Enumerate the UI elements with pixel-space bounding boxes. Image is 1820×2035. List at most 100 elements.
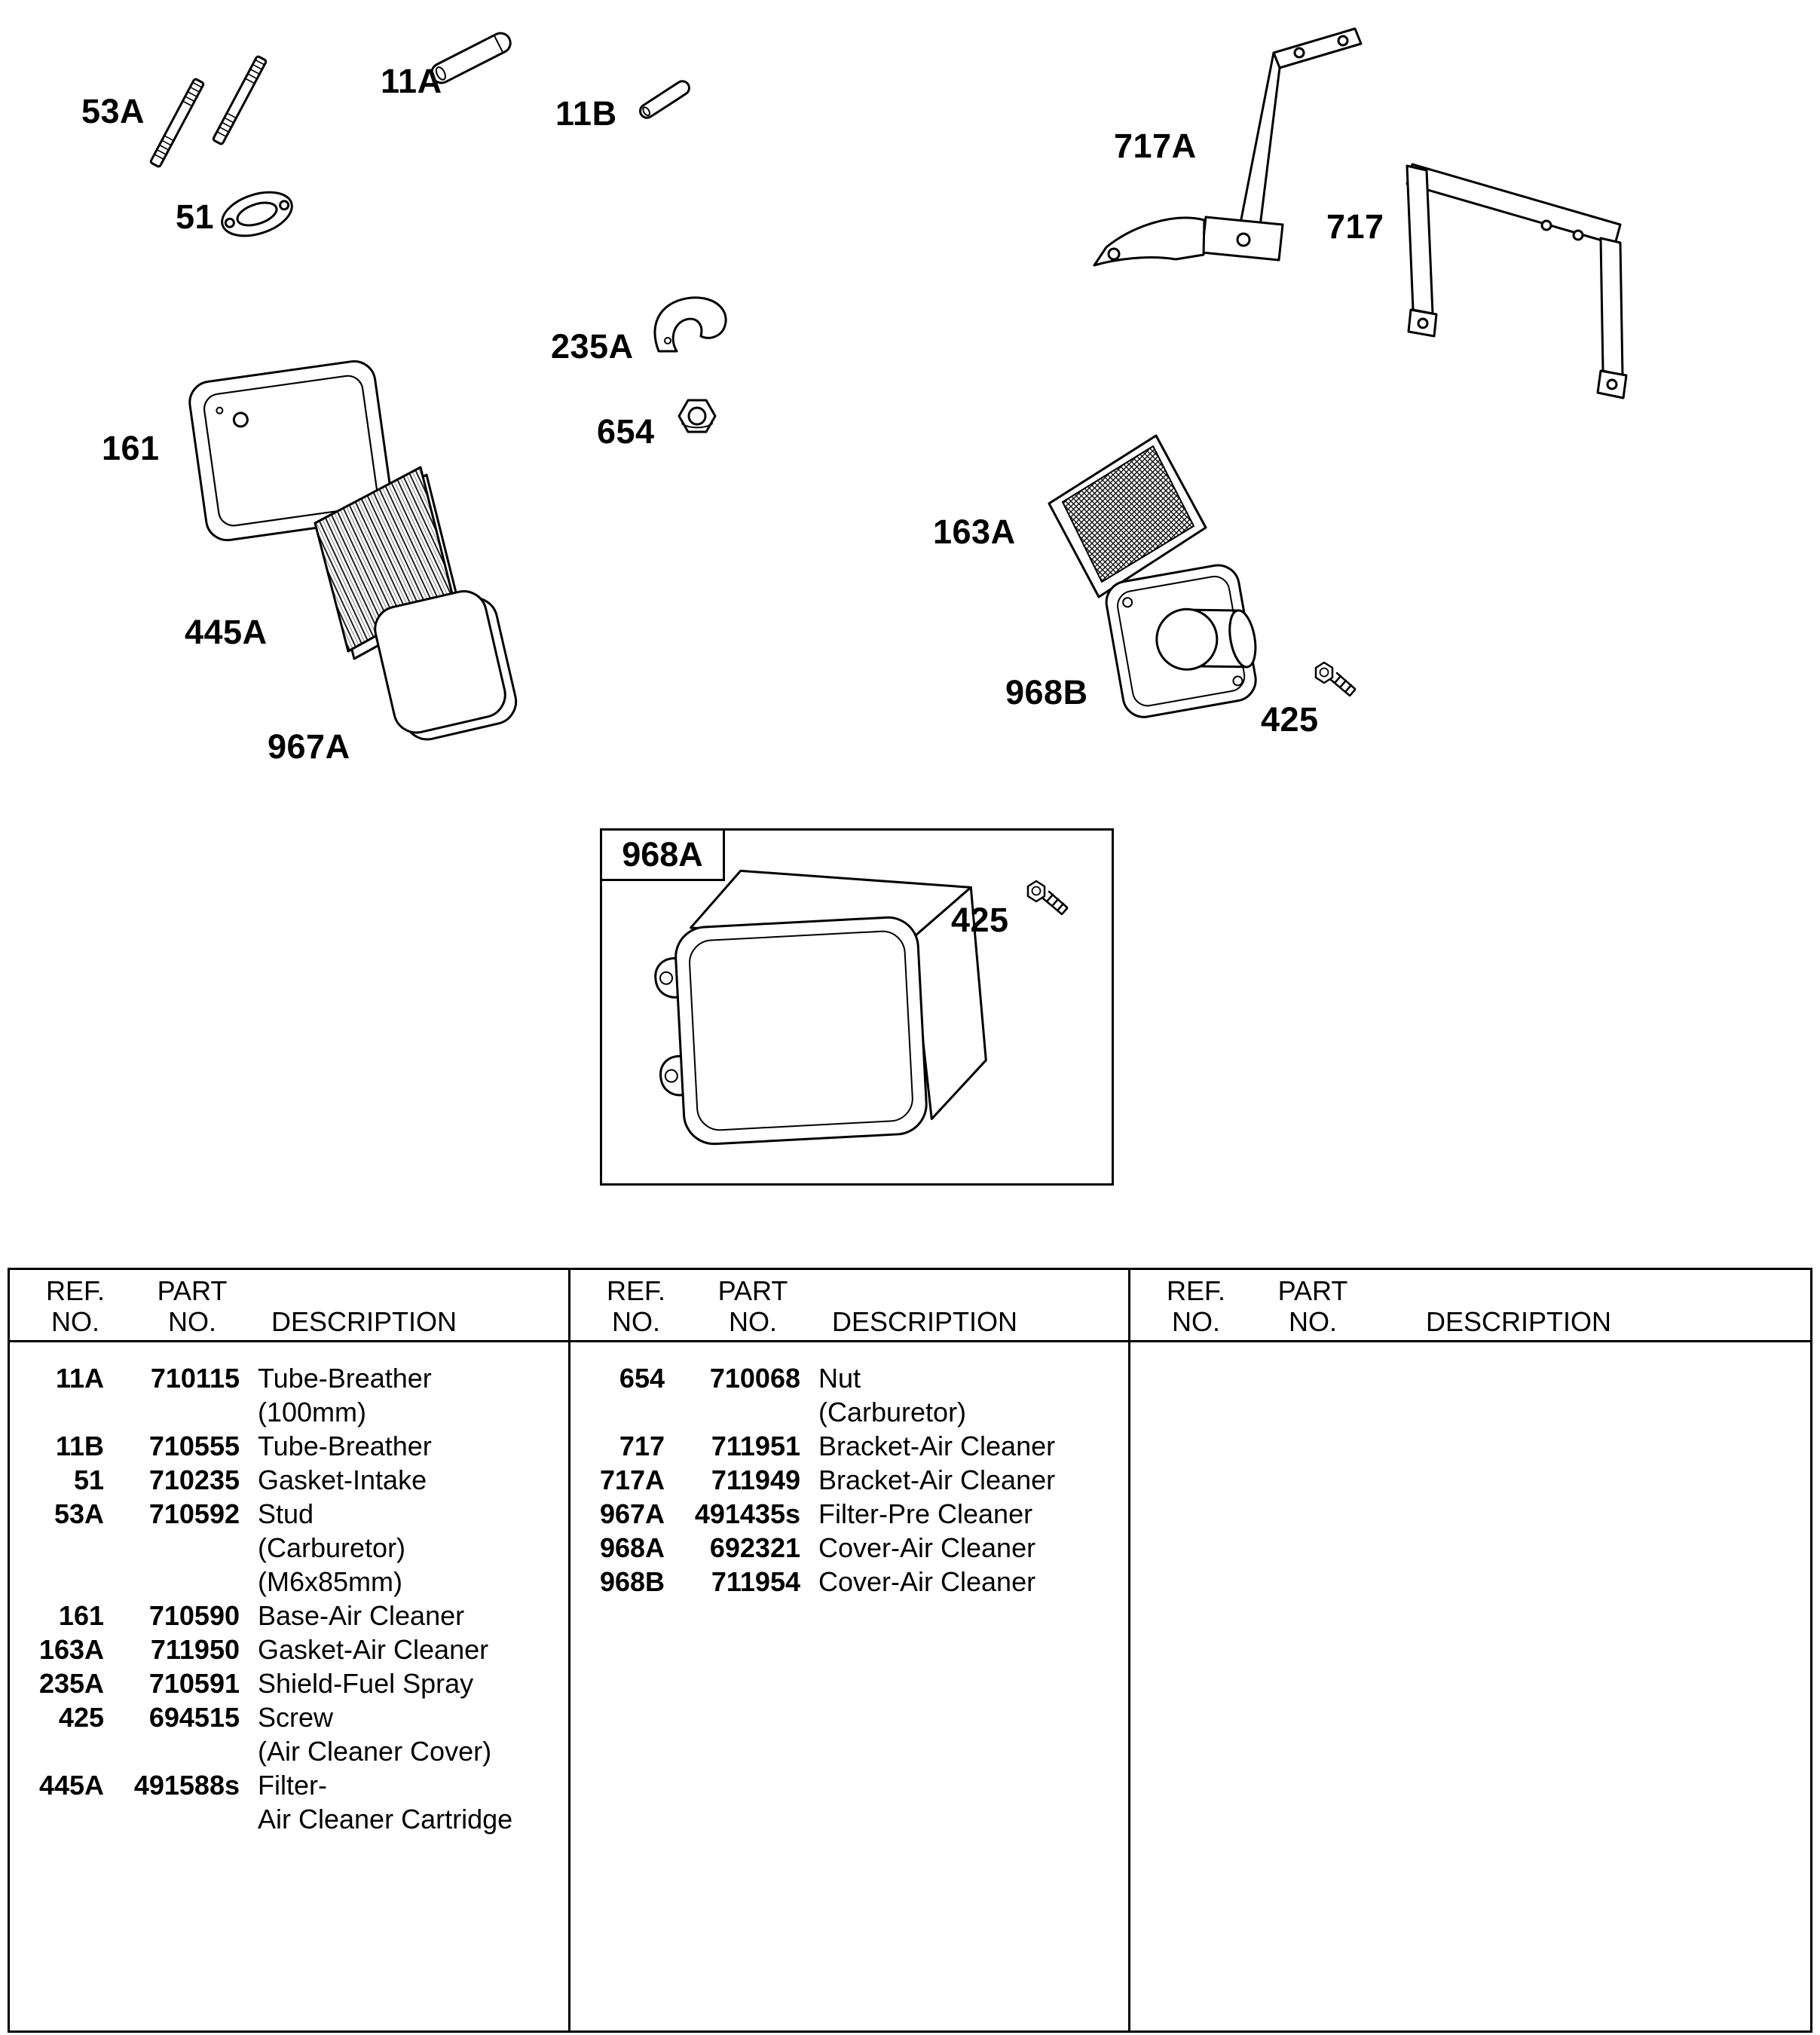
table-bottom-border (8, 2030, 1812, 2033)
table-row: 717 711951 Bracket-Air Cleaner (568, 1429, 1128, 1463)
part-no-cell: 710115 (150, 1363, 240, 1394)
ref-no-cell: 425 (58, 1702, 104, 1733)
part-label-717a: 717A (1114, 127, 1197, 165)
header-ref-line1: REF. (606, 1275, 665, 1306)
gasket-air-cleaner-icon (1048, 434, 1207, 598)
table-row: 967A 491435s Filter-Pre Cleaner (568, 1497, 1128, 1531)
tube-breather-icon (639, 80, 690, 119)
part-label-51: 51 (176, 197, 215, 236)
part-label-425-right: 425 (1261, 700, 1319, 739)
part-no-cell: 694515 (148, 1702, 240, 1733)
bracket-air-cleaner-717a-icon (1093, 27, 1363, 267)
ref-no-cell: 654 (619, 1363, 665, 1394)
table-divider-1 (568, 1268, 570, 2033)
header-part-line2: NO. (167, 1306, 216, 1337)
ref-no-cell: 235A (38, 1668, 104, 1699)
part-label-967a: 967A (268, 727, 350, 766)
ref-no-cell: 53A (54, 1498, 104, 1529)
ref-no-cell: 717A (599, 1464, 665, 1495)
column-header-description: DESCRIPTION (271, 1306, 457, 1337)
table-row: 717A 711949 Bracket-Air Cleaner (568, 1463, 1128, 1497)
description-cell: Base-Air Cleaner (258, 1600, 465, 1631)
shield-fuel-spray-icon (653, 296, 727, 353)
header-part-line2: NO. (728, 1306, 777, 1337)
column-header-ref: REF. NO. (1147, 1275, 1245, 1337)
table-header-underline (8, 1340, 1812, 1342)
ref-no-cell: 11B (55, 1431, 104, 1461)
table-section-3: REF. NO. PART NO. DESCRIPTION (1128, 1268, 1810, 2033)
ref-no-cell: 161 (58, 1600, 104, 1631)
description-cell: Bracket-Air Cleaner (818, 1431, 1056, 1461)
ref-no-cell: 967A (599, 1498, 665, 1529)
column-header-description: DESCRIPTION (832, 1306, 1018, 1337)
column-header-part: PART NO. (136, 1275, 249, 1337)
nut-carburetor-icon (678, 399, 717, 433)
bracket-air-cleaner-717-icon (1406, 163, 1628, 399)
header-ref-line2: NO. (1171, 1306, 1220, 1337)
part-no-cell: 710555 (148, 1431, 240, 1461)
part-label-968a: 968A (602, 831, 725, 881)
part-no-cell: 710591 (148, 1668, 240, 1699)
tube-breather-100mm-icon (430, 32, 512, 84)
part-no-cell: 711949 (711, 1464, 800, 1495)
ref-no-cell: 51 (73, 1464, 104, 1495)
part-no-cell: 711951 (711, 1431, 800, 1461)
ref-no-cell: 163A (38, 1634, 104, 1665)
part-label-163a: 163A (933, 513, 1016, 551)
header-part-line1: PART (157, 1275, 228, 1306)
part-label-654: 654 (597, 412, 655, 451)
part-no-cell: 491435s (694, 1498, 800, 1529)
description-cell: Filter-Air Cleaner Cartridge (258, 1770, 513, 1835)
part-label-161: 161 (102, 429, 160, 467)
base-air-cleaner-icon (188, 360, 393, 542)
part-label-53a: 53A (81, 92, 145, 130)
description-cell: Cover-Air Cleaner (818, 1566, 1036, 1597)
description-cell: Tube-Breather (258, 1431, 432, 1461)
column-header-part: PART NO. (696, 1275, 809, 1337)
ref-no-cell: 968B (599, 1566, 665, 1597)
part-label-235a: 235A (551, 327, 634, 366)
column-header-ref: REF. NO. (26, 1275, 124, 1337)
description-cell: Filter-Pre Cleaner (818, 1498, 1033, 1529)
ref-no-cell: 717 (619, 1431, 665, 1461)
part-label-445a: 445A (185, 613, 268, 651)
part-no-cell: 710592 (148, 1498, 240, 1529)
header-ref-line2: NO. (50, 1306, 99, 1337)
table-left-border (8, 1268, 10, 2033)
screw-icon (1314, 661, 1357, 697)
part-no-cell: 692321 (709, 1532, 800, 1563)
header-part-line1: PART (1277, 1275, 1348, 1306)
part-no-cell: 491588s (133, 1770, 240, 1801)
column-header-ref: REF. NO. (587, 1275, 685, 1337)
exploded-view-diagram (149, 27, 1628, 1146)
ref-no-cell: 968A (599, 1532, 665, 1563)
header-ref-line1: REF. (45, 1275, 105, 1306)
table-right-border (1810, 1268, 1812, 2033)
cover-air-cleaner-968b-icon (1105, 564, 1257, 718)
part-label-11a: 11A (381, 62, 442, 100)
header-part-line1: PART (717, 1275, 788, 1306)
header-part-line2: NO. (1288, 1306, 1337, 1337)
column-header-description: DESCRIPTION (1426, 1306, 1612, 1337)
table-row: 445A 491588s Filter-Air Cleaner Cartridge (8, 1768, 568, 1836)
table-top-border (8, 1268, 1812, 1270)
ref-no-cell: 445A (38, 1770, 104, 1801)
column-header-part: PART NO. (1256, 1275, 1369, 1337)
description-cell: Gasket-Intake (258, 1464, 427, 1495)
description-cell: Gasket-Air Cleaner (258, 1634, 489, 1665)
part-no-cell: 710235 (148, 1464, 240, 1495)
description-cell: Bracket-Air Cleaner (818, 1464, 1056, 1495)
table-row: 11B 710555 Tube-Breather (8, 1429, 568, 1463)
